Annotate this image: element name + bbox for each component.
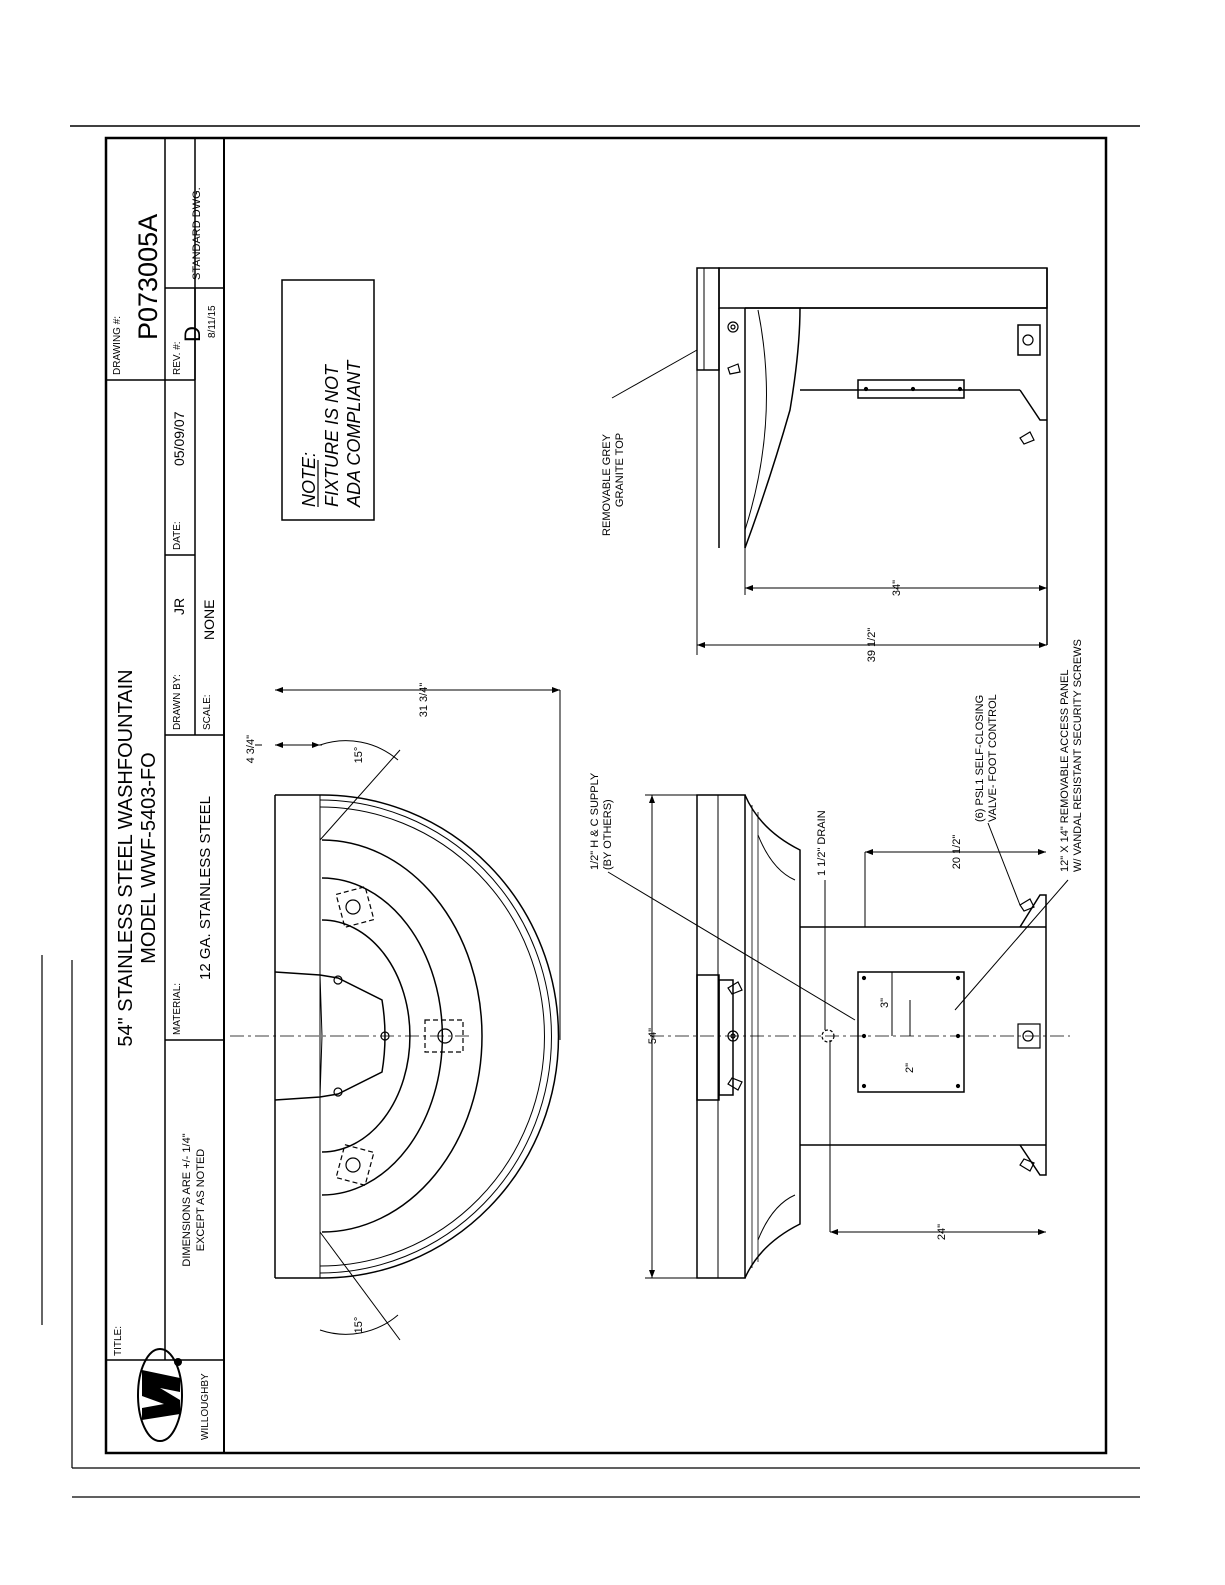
date-value: 05/09/07 [171, 411, 187, 466]
scale-value: NONE [201, 600, 217, 640]
dim-height-total: 39 1/2" [866, 628, 878, 663]
willoughby-logo [137, 1348, 183, 1442]
callout-panel-line1: 12" X 14" REMOVABLE ACCESS PANEL [1059, 670, 1071, 872]
callout-granite-line2: GRANITE TOP [614, 433, 626, 507]
drawn-by-value: JR [171, 598, 187, 615]
callout-granite-line1: REMOVABLE GREY [601, 433, 613, 536]
model-number: MODEL WWF-5403-FO [138, 752, 160, 964]
note-heading: NOTE: [299, 452, 319, 507]
callout-supply-line2: (BY OTHERS) [602, 799, 614, 870]
dim-rim-height: 34" [891, 580, 903, 596]
scale-label: SCALE: [202, 694, 213, 730]
material-label: MATERIAL: [172, 983, 183, 1035]
drawing-frame [104, 136, 1108, 1455]
side-arrows [697, 585, 1047, 648]
company-name: WILLOUGHBY [200, 1373, 211, 1440]
dim-drain-height: 20 1/2" [951, 835, 963, 870]
drawn-by-label: DRAWN BY: [172, 674, 183, 730]
side-fixtures [727, 321, 1035, 445]
front-dimensions [607, 794, 1069, 1279]
drawing-title: 54" STAINLESS STEEL WASHFOUNTAIN [115, 669, 137, 1046]
note-box [281, 279, 375, 521]
revision-value: D [180, 326, 205, 342]
drawing-number: P073005A [133, 214, 163, 340]
title-block [106, 138, 225, 1453]
dim-angle-bottom: 15° [353, 1317, 365, 1334]
callout-valve-line2: VALVE- FOOT CONTROL [987, 694, 999, 822]
revision-date: 8/11/15 [207, 305, 218, 338]
plan-arrows [275, 687, 560, 748]
revision-label: REV. #: [172, 341, 183, 375]
tolerance-line2: EXCEPT AS NOTED [195, 1149, 207, 1252]
plan-view [230, 794, 560, 1279]
callout-panel-line2: W/ VANDAL RESISTANT SECURITY SCREWS [1072, 639, 1084, 872]
front-arrows [649, 795, 1046, 1278]
plan-dimensions [255, 689, 561, 1335]
dim-angle-top: 15° [353, 747, 365, 764]
dim-panel-x: 3" [879, 998, 891, 1008]
plan-fixtures [319, 749, 464, 1341]
side-elevation [696, 267, 1048, 645]
callout-drain: 1 1/2" DRAIN [816, 810, 828, 876]
standard-drawing-label: STANDARD DWG. [191, 187, 203, 280]
side-dimensions [611, 349, 1047, 655]
callout-valve-line1: (6) PSL1 SELF-CLOSING [974, 695, 986, 822]
dim-base-offset: 24" [936, 1224, 948, 1240]
dim-depth-total: 31 3/4" [418, 683, 430, 718]
note-line2: ADA COMPLIANT [344, 359, 364, 508]
note-line1: FIXTURE IS NOT [322, 363, 342, 507]
dim-top-offset: 4 3/4" [245, 735, 257, 763]
material-value: 12 GA. STAINLESS STEEL [197, 796, 214, 980]
front-elevation [650, 794, 1070, 1279]
tolerance-line1: DIMENSIONS ARE +/- 1/4" [181, 1133, 193, 1266]
callout-supply-line1: 1/2" H & C SUPPLY [589, 772, 601, 870]
dim-width-total: 54" [647, 1028, 659, 1044]
front-fixtures [727, 898, 1041, 1172]
dim-panel-y: 2" [904, 1063, 916, 1073]
drawing-number-label: DRAWING #: [112, 316, 123, 375]
title-label: TITLE: [113, 1326, 124, 1356]
date-label: DATE: [172, 521, 183, 550]
